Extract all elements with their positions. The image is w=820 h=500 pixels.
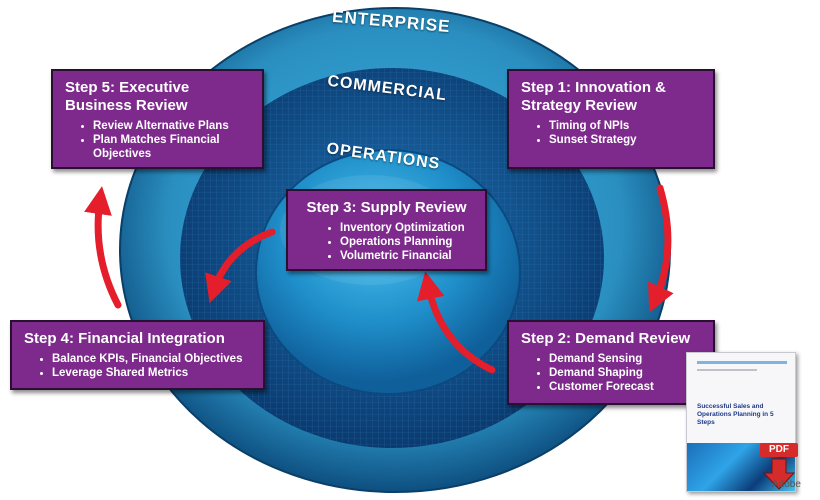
step4-list: Balance KPIs, Financial Objectives Lever…	[24, 352, 251, 380]
arrow-step2-to-step3	[417, 271, 496, 374]
step4-item: Leverage Shared Metrics	[52, 366, 251, 380]
arrow-step1-to-step2	[648, 184, 674, 313]
step3-item: Inventory Optimization	[340, 221, 473, 235]
step2-box: Step 2: Demand Review Demand Sensing Dem…	[507, 320, 715, 405]
step1-title: Step 1: Innovation & Strategy Review	[521, 79, 667, 114]
doc-title: Successful Sales and Operations Planning…	[697, 403, 774, 426]
step2-title: Step 2: Demand Review	[521, 330, 691, 347]
pdf-badge: PDF	[760, 443, 798, 457]
step4-item: Balance KPIs, Financial Objectives	[52, 352, 251, 366]
step3-box: Step 3: Supply Review Inventory Optimiza…	[286, 189, 487, 271]
step4-box: Step 4: Financial Integration Balance KP…	[10, 320, 265, 390]
step5-title: Step 5: Executive Business Review	[65, 79, 190, 114]
step1-item: Timing of NPIs	[549, 119, 701, 133]
step3-title: Step 3: Supply Review	[306, 199, 467, 216]
adobe-label: Adobe	[772, 479, 801, 490]
step1-box: Step 1: Innovation & Strategy Review Tim…	[507, 69, 715, 169]
step4-title: Step 4: Financial Integration	[24, 330, 225, 347]
step5-list: Review Alternative Plans Plan Matches Fi…	[65, 119, 250, 161]
step5-item: Review Alternative Plans	[93, 119, 250, 133]
download-arrow-icon	[762, 458, 796, 490]
pdf-download-link[interactable]: PDF Adobe	[752, 443, 806, 495]
step3-item: Volumetric Financial	[340, 249, 473, 263]
step5-box: Step 5: Executive Business Review Review…	[51, 69, 264, 169]
step1-item: Sunset Strategy	[549, 133, 701, 147]
arrow-step3-to-step4	[205, 228, 276, 304]
step5-item: Plan Matches Financial Objectives	[93, 133, 250, 161]
doc-header-line	[697, 369, 757, 371]
step1-list: Timing of NPIs Sunset Strategy	[521, 119, 701, 147]
step3-item: Operations Planning	[340, 235, 473, 249]
arrow-step4-to-step5	[84, 186, 122, 309]
step2-item: Demand Sensing	[549, 352, 701, 366]
step2-list: Demand Sensing Demand Shaping Customer F…	[521, 352, 701, 394]
step2-item: Customer Forecast	[549, 380, 701, 394]
doc-header-band	[697, 361, 787, 364]
step2-item: Demand Shaping	[549, 366, 701, 380]
step3-list: Inventory Optimization Operations Planni…	[300, 221, 473, 263]
